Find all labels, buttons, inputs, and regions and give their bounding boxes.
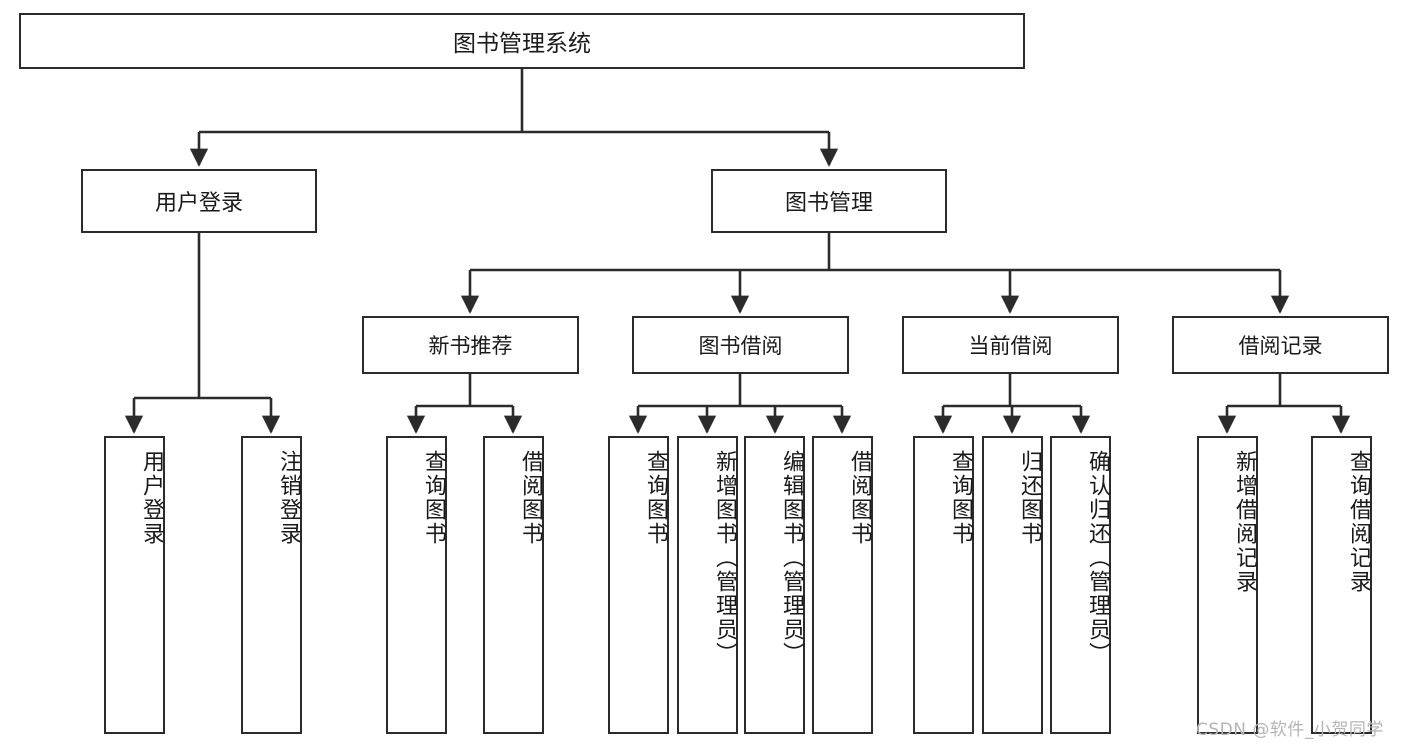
node-leaf-edit-book-admin-label: 编辑图书（管理员） xyxy=(779,450,804,666)
node-leaf-query-borrow-record-label: 查询借阅记录 xyxy=(1346,450,1371,594)
node-leaf-query-book-current[interactable]: 查询图书 xyxy=(913,436,974,734)
node-leaf-borrow-book-label: 借阅图书 xyxy=(847,450,872,546)
node-book-management-label: 图书管理 xyxy=(784,191,873,216)
node-leaf-confirm-return-admin[interactable]: 确认归还（管理员） xyxy=(1050,436,1111,734)
node-leaf-add-borrow-record[interactable]: 新增借阅记录 xyxy=(1197,436,1258,734)
node-leaf-borrow-book-recommend-label: 借阅图书 xyxy=(518,450,543,546)
node-leaf-add-borrow-record-label: 新增借阅记录 xyxy=(1232,450,1257,594)
node-leaf-add-book-admin[interactable]: 新增图书（管理员） xyxy=(677,436,738,734)
node-borrow-record-label: 借阅记录 xyxy=(1238,334,1323,358)
node-borrow-record[interactable]: 借阅记录 xyxy=(1172,316,1389,374)
node-leaf-confirm-return-admin-label: 确认归还（管理员） xyxy=(1085,450,1110,666)
node-leaf-user-login[interactable]: 用户登录 xyxy=(104,436,165,734)
node-leaf-query-borrow-record[interactable]: 查询借阅记录 xyxy=(1311,436,1372,734)
node-root-system-label: 图书管理系统 xyxy=(453,31,591,57)
node-leaf-user-logout[interactable]: 注销登录 xyxy=(241,436,302,734)
node-leaf-borrow-book-recommend[interactable]: 借阅图书 xyxy=(483,436,544,734)
node-current-borrow[interactable]: 当前借阅 xyxy=(902,316,1119,374)
node-leaf-edit-book-admin[interactable]: 编辑图书（管理员） xyxy=(744,436,805,734)
node-leaf-return-book-label: 归还图书 xyxy=(1017,450,1042,546)
node-leaf-query-book-recommend[interactable]: 查询图书 xyxy=(386,436,447,734)
node-new-book-recommend[interactable]: 新书推荐 xyxy=(362,316,579,374)
node-leaf-user-login-label: 用户登录 xyxy=(139,450,164,546)
node-book-borrow-label: 图书借阅 xyxy=(698,334,783,358)
node-user-login-label: 用户登录 xyxy=(154,191,243,216)
csdn-watermark: CSDN @软件_小贺同学 xyxy=(1196,720,1384,740)
node-user-login[interactable]: 用户登录 xyxy=(81,169,317,233)
node-leaf-return-book[interactable]: 归还图书 xyxy=(982,436,1043,734)
node-new-book-recommend-label: 新书推荐 xyxy=(428,334,513,358)
node-leaf-borrow-book[interactable]: 借阅图书 xyxy=(812,436,873,734)
node-leaf-query-book-borrow-label: 查询图书 xyxy=(643,450,668,546)
node-leaf-query-book-borrow[interactable]: 查询图书 xyxy=(608,436,669,734)
node-current-borrow-label: 当前借阅 xyxy=(968,334,1053,358)
node-leaf-add-book-admin-label: 新增图书（管理员） xyxy=(712,450,737,666)
node-leaf-user-logout-label: 注销登录 xyxy=(276,450,301,546)
node-leaf-query-book-recommend-label: 查询图书 xyxy=(421,450,446,546)
node-leaf-query-book-current-label: 查询图书 xyxy=(948,450,973,546)
node-book-management[interactable]: 图书管理 xyxy=(711,169,947,233)
node-root-system[interactable]: 图书管理系统 xyxy=(19,13,1025,69)
node-book-borrow[interactable]: 图书借阅 xyxy=(632,316,849,374)
